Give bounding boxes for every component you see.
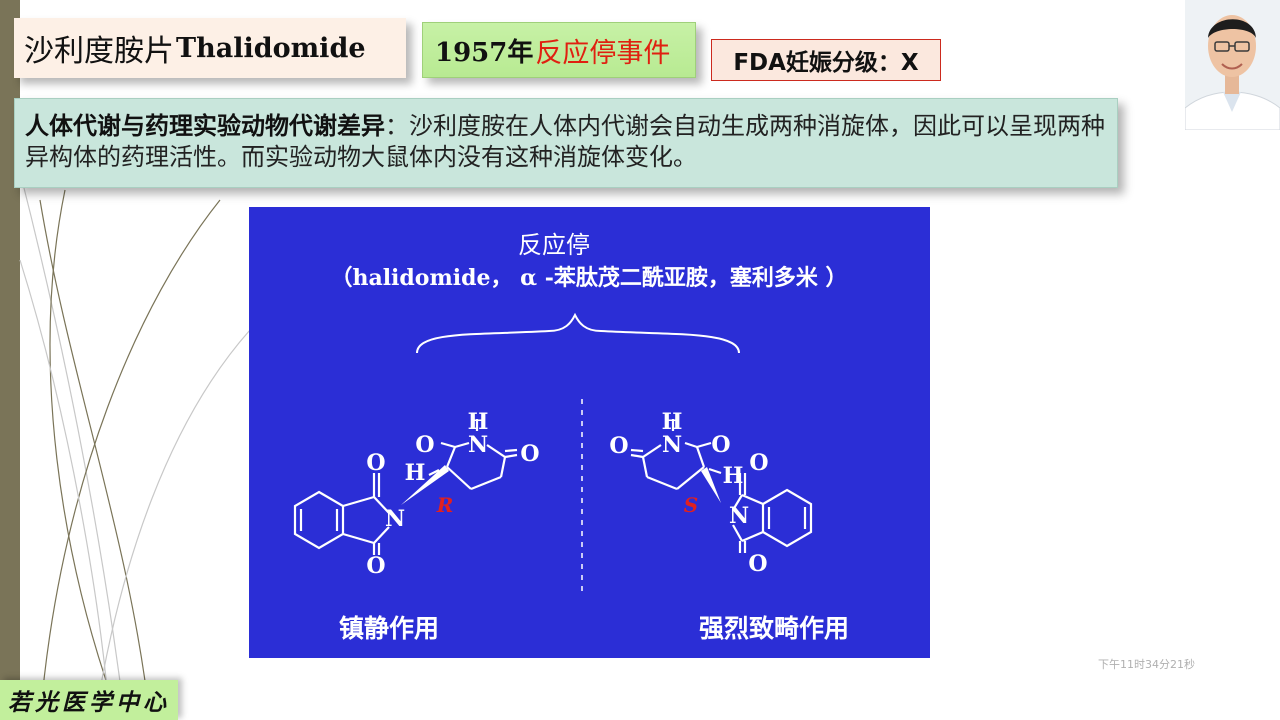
atom-o: O (366, 450, 385, 476)
decorative-curves (19, 179, 251, 720)
event-year: 1957年 (435, 37, 534, 68)
fda-category-badge: FDA妊娠分级：X (711, 39, 941, 81)
figure-subtitle: （halidomide， α -苯肽茂二酰亚胺，塞利多米 ） (330, 265, 847, 291)
atom-o: O (520, 441, 539, 467)
atom-o: O (748, 551, 767, 577)
description-body: ：沙利度胺在人体内代谢会自动生成两种消旋体，因此可以呈现两种异构体的药理活性。而… (25, 112, 1105, 171)
footer-banner: 若光医学中心 (0, 680, 178, 720)
enantiomer-diagram: 反应停 （halidomide， α -苯肽茂二酰亚胺，塞利多米 ） (293, 231, 849, 643)
atom-o: O (609, 433, 628, 459)
atom-n: N (468, 432, 488, 458)
atom-n: N (385, 506, 405, 532)
atom-o: O (415, 432, 434, 458)
title-english: Thalidomide (176, 32, 366, 64)
footer-org-name: 若光医学中心 (8, 689, 170, 716)
atom-o: O (749, 450, 768, 476)
left-effect-label: 镇静作用 (339, 614, 439, 643)
atom-n: N (729, 503, 749, 529)
grouping-brace (416, 312, 740, 354)
description-panel: 人体代谢与药理实验动物代谢差异：沙利度胺在人体内代谢会自动生成两种消旋体，因此可… (14, 98, 1118, 188)
event-label: 1957年 反应停事件 (422, 22, 696, 78)
left-atom-labels: O O N H O N H O (366, 409, 539, 579)
slide-title: 沙利度胺片 Thalidomide (14, 18, 406, 78)
presenter-photo (1185, 0, 1280, 130)
atom-o: O (711, 432, 730, 458)
atom-h: H (468, 409, 489, 435)
left-molecule (293, 419, 518, 555)
fda-category-text: FDA妊娠分级：X (733, 50, 919, 76)
title-chinese: 沙利度胺片 (24, 34, 174, 69)
presenter-portrait-icon (1185, 0, 1280, 130)
description-heading: 人体代谢与药理实验动物代谢差异 (25, 112, 385, 140)
atom-h: H (723, 463, 744, 489)
right-config-label: S (684, 493, 698, 517)
figure-title: 反应停 (518, 231, 590, 259)
right-atom-labels: O N H O H O N O (609, 409, 768, 577)
right-effect-label: 强烈致畸作用 (699, 614, 849, 643)
atom-n: N (662, 432, 682, 458)
thalidomide-structure-figure: 反应停 （halidomide， α -苯肽茂二酰亚胺，塞利多米 ） (249, 207, 930, 658)
atom-h: H (405, 460, 426, 486)
left-config-label: R (436, 493, 454, 517)
description-text: 人体代谢与药理实验动物代谢差异：沙利度胺在人体内代谢会自动生成两种消旋体，因此可… (25, 111, 1105, 173)
atom-o: O (366, 553, 385, 579)
right-molecule (630, 419, 813, 553)
event-name: 反应停事件 (535, 37, 671, 69)
timestamp: 下午11时34分21秒 (1098, 658, 1195, 671)
atom-h: H (662, 409, 683, 435)
